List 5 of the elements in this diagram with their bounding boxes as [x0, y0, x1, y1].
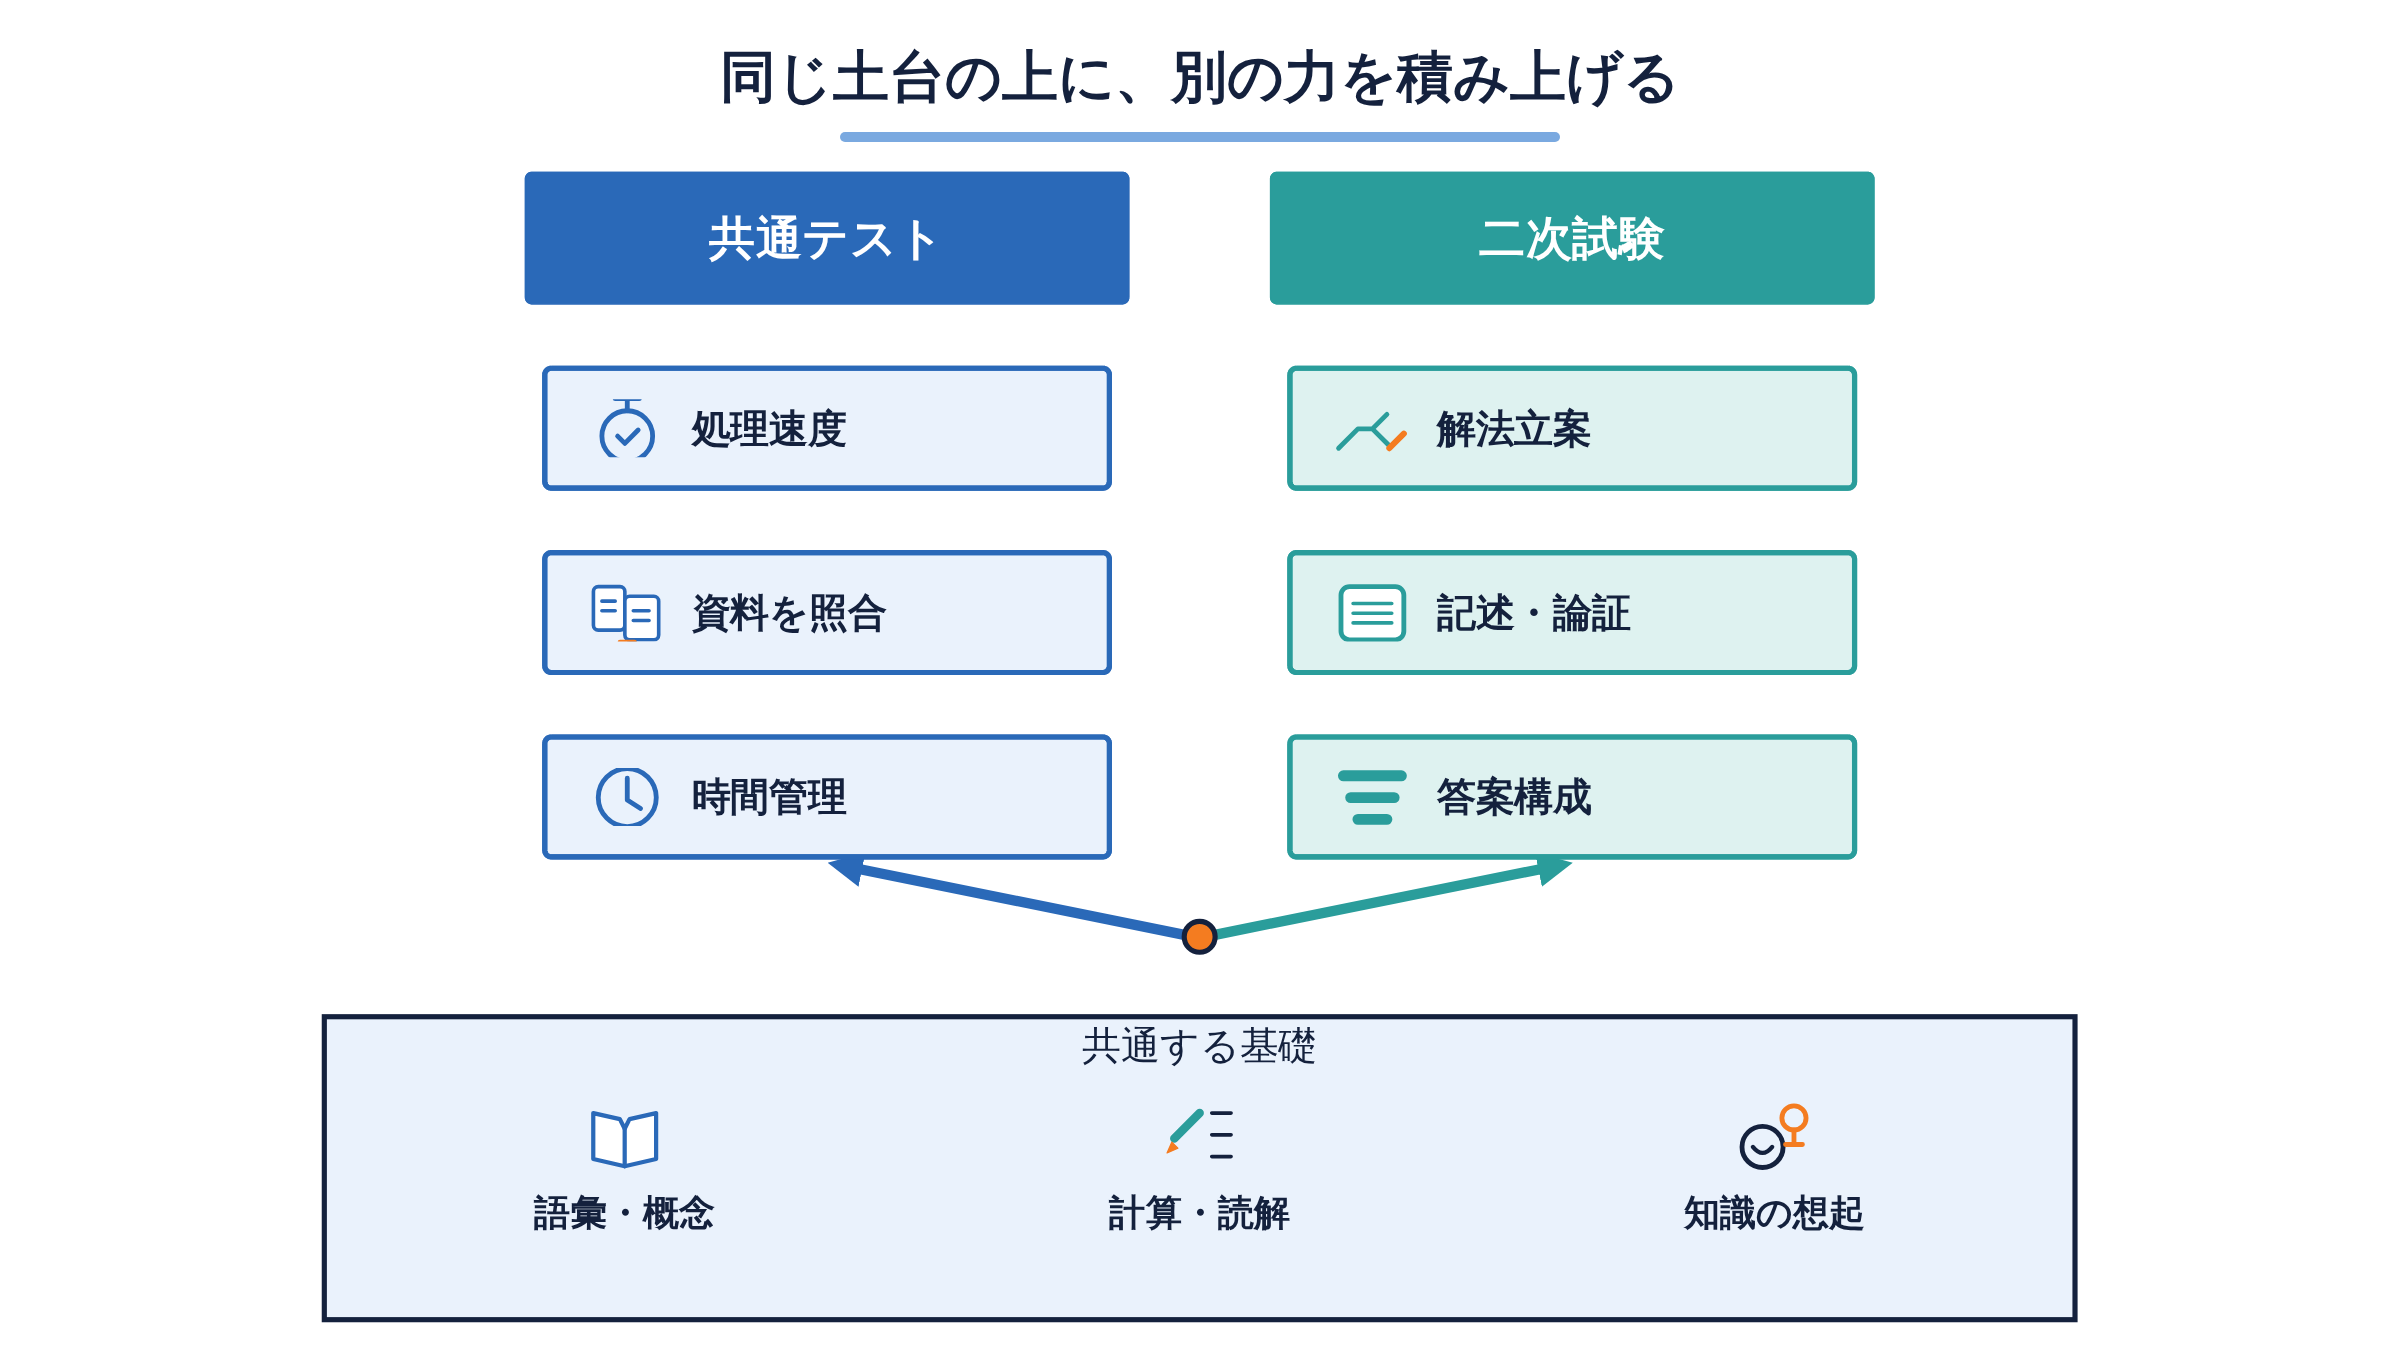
node-label: 知識の想起 [1684, 1191, 1866, 1234]
node-circle [1181, 918, 1219, 955]
diagram-title: 同じ土台の上に、別の力を積み上げる [720, 43, 1680, 111]
node-label: 語彙・概念 [534, 1191, 716, 1234]
node-label: 計算・読解 [1109, 1191, 1291, 1234]
